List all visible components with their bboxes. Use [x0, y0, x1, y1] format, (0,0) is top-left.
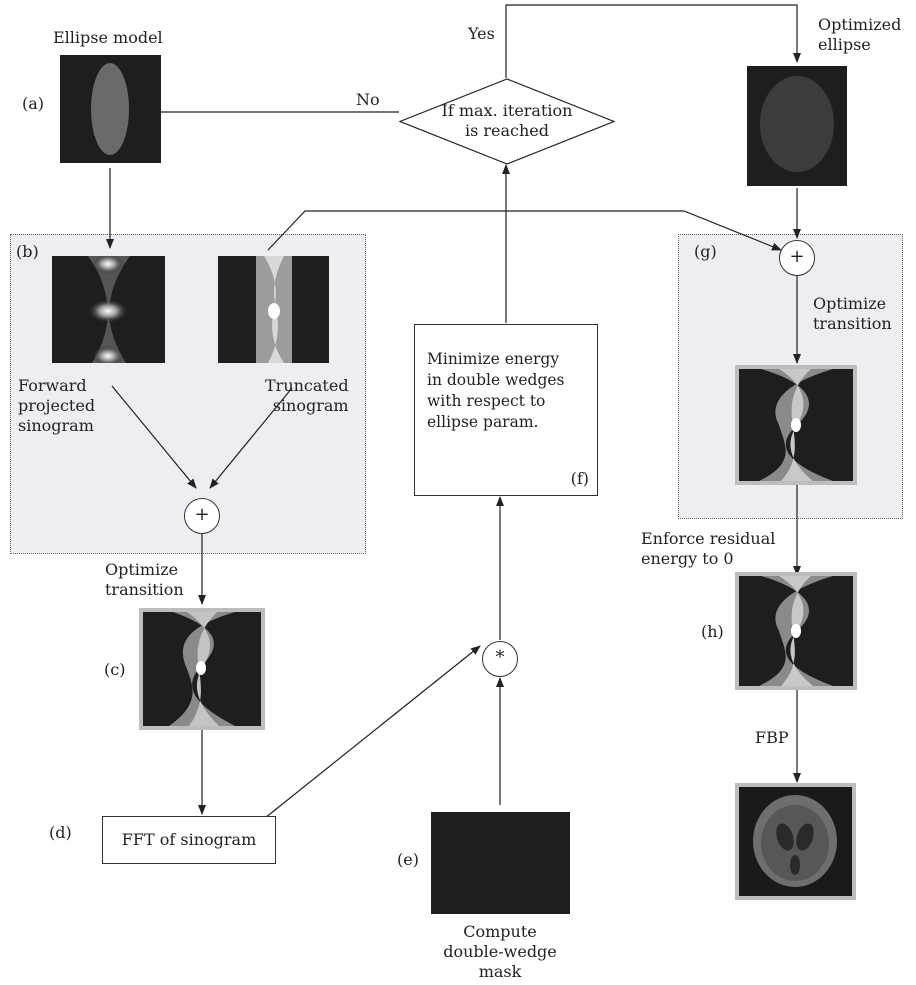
optimize-transition-g-caption: Optimize transition: [813, 294, 892, 333]
enforce-residual-caption: Enforce residual energy to 0: [641, 529, 776, 568]
panel-d-label: (d): [49, 823, 72, 842]
optimized-ellipse-title: Optimized ellipse: [818, 15, 902, 54]
optimize-transition-b-caption: Optimize transition: [105, 560, 184, 599]
sinogram-c-pattern: [169, 612, 235, 726]
optimized-ellipse-image: [747, 66, 847, 186]
transition-sinogram-c-image: [139, 608, 265, 730]
double-wedge-mask-image: [431, 812, 570, 914]
fbp-caption: FBP: [755, 728, 789, 747]
panel-e-label: (e): [397, 850, 419, 869]
plus-node-g: +: [779, 240, 815, 276]
panel-b-label: (b): [16, 242, 39, 261]
truncated-sinogram-caption: Truncated sinogram: [265, 376, 349, 415]
forward-projected-sinogram-caption: Forward projected sinogram: [18, 376, 96, 435]
ellipse-model-title: Ellipse model: [53, 28, 163, 47]
fft-box: FFT of sinogram: [102, 816, 276, 864]
panel-h-label: (h): [701, 622, 724, 641]
decision-diamond: [399, 78, 615, 165]
forward-projected-sinogram-image: [52, 256, 165, 363]
ellipse-model-image: [60, 55, 161, 163]
no-label: No: [356, 90, 380, 109]
fbp-reconstruction-image: [735, 783, 856, 900]
panel-f-label: (f): [570, 469, 589, 488]
truncated-sinogram-pattern: [256, 256, 292, 363]
ellipse-shape: [91, 63, 129, 155]
panel-a-label: (a): [22, 94, 45, 113]
sinogram-h-pattern: [759, 576, 833, 686]
panel-g-label: (g): [694, 242, 717, 261]
fbp-reconstruction-pattern: [753, 795, 837, 887]
yes-label: Yes: [468, 24, 495, 43]
forward-sinogram-pattern: [88, 256, 130, 363]
fft-box-text: FFT of sinogram: [121, 830, 257, 849]
residual-sinogram-h-image: [735, 572, 857, 690]
minimize-energy-box: Minimize energy in double wedges with re…: [414, 324, 598, 496]
minimize-energy-text: Minimize energy in double wedges with re…: [427, 350, 565, 431]
decision-text: If max. iteration is reached: [441, 101, 573, 140]
plus-node-b: +: [184, 498, 220, 534]
panel-c-label: (c): [104, 660, 126, 679]
truncated-sinogram-image: [218, 256, 329, 363]
optimized-ellipse-shape: [760, 76, 834, 172]
sinogram-g-pattern: [759, 369, 833, 481]
transition-sinogram-g-image: [735, 365, 857, 485]
double-wedge-mask-caption: Compute double-wedge mask: [443, 922, 557, 981]
multiply-node: *: [482, 641, 518, 677]
